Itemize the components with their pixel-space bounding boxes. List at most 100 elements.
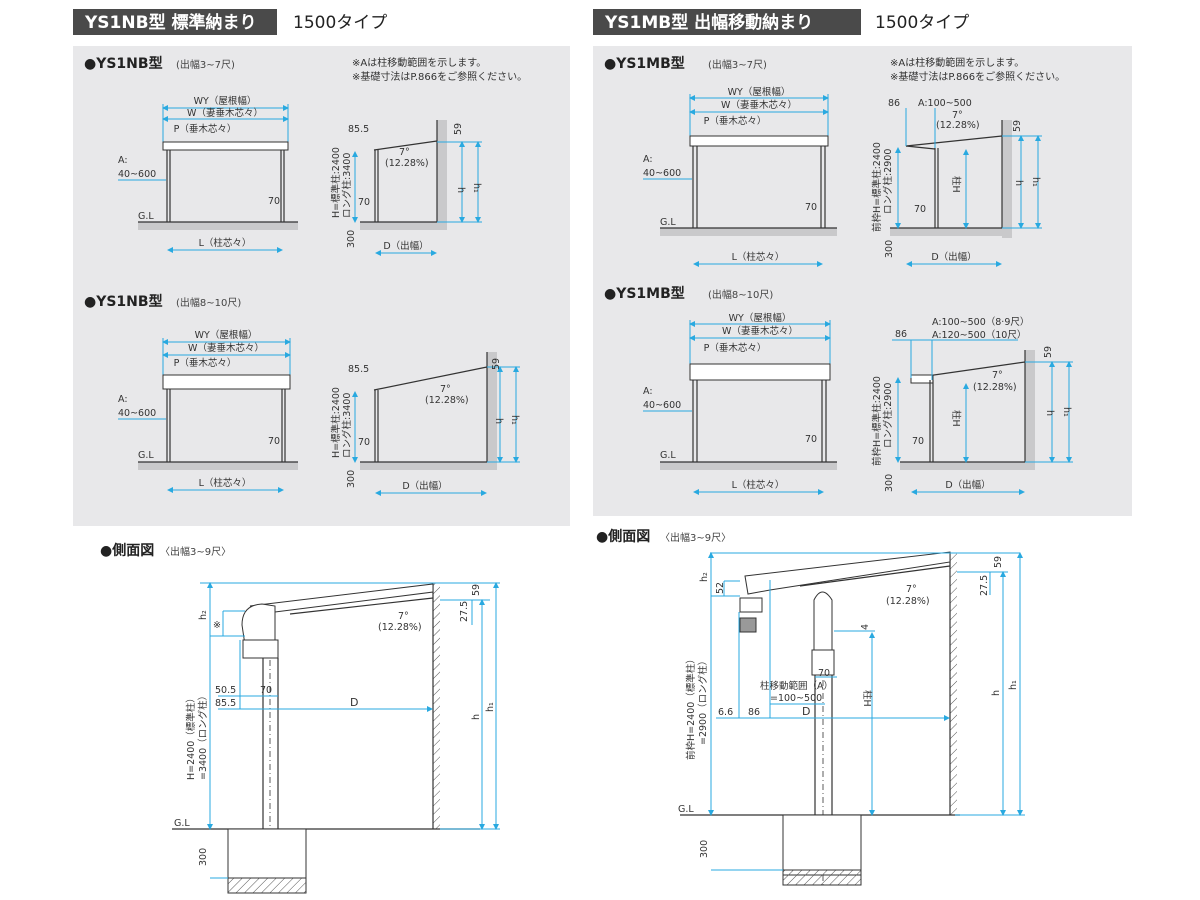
dim-85-5: 85.5 — [348, 364, 369, 375]
right-header: YS1MB型 出幅移動納まり 1500タイプ — [593, 9, 969, 35]
wy-label: WY（屋根幅） — [728, 86, 791, 98]
h-label: h — [1013, 180, 1024, 186]
dim-59: 59 — [491, 358, 502, 370]
side-view-title: ●側面図 — [100, 542, 154, 559]
right-note-1: ※Aは柱移動範囲を示します。 — [890, 56, 1024, 69]
dim-85-5: 85.5 — [215, 698, 236, 709]
left-header-title: YS1NB型 標準納まり — [84, 12, 257, 33]
dim-300: 300 — [884, 240, 895, 258]
diagram-title: ●YS1NB型 — [84, 293, 163, 310]
dim-50-5: 50.5 — [215, 685, 236, 696]
post-height-label: 前枠H=2400（標準柱） — [685, 654, 697, 760]
slope-label: (12.28%) — [425, 395, 469, 406]
dim-300: 300 — [346, 230, 357, 248]
dim-6-6: 6.6 — [718, 707, 733, 718]
dim-70-side: 70 — [358, 437, 370, 448]
h1-label: h₁ — [1008, 680, 1019, 690]
h1-label: h₁ — [485, 702, 496, 712]
wy-label: WY（屋根幅） — [195, 329, 258, 341]
long-post-label: =3400（ロング柱） — [197, 691, 209, 780]
a-value: 40~600 — [643, 400, 681, 411]
slope-label: (12.28%) — [385, 158, 429, 169]
side-view-title: ●側面図 — [596, 528, 650, 545]
dim-70-side: 70 — [914, 204, 926, 215]
p-label: P（垂木芯々） — [174, 123, 237, 135]
angle-label: 7° — [440, 384, 451, 395]
left-type-label: 1500タイプ — [293, 13, 387, 33]
long-post-label: ロング柱:2900 — [882, 149, 894, 214]
h-label: h — [455, 187, 466, 193]
dim-27-5: 27.5 — [459, 601, 470, 622]
move-range-label: 柱移動範囲（A） — [760, 680, 833, 692]
diagram-range: (出幅8~10尺) — [708, 288, 773, 301]
diagram-title: ●YS1MB型 — [604, 285, 685, 302]
h2-label: h₂ — [699, 572, 710, 582]
dim-52: 52 — [715, 582, 726, 594]
slope-label: (12.28%) — [378, 622, 422, 633]
l-label: L（柱芯々） — [199, 477, 252, 489]
note-mark: ※ — [213, 620, 221, 631]
a-value: 40~600 — [118, 408, 156, 419]
h-label: h — [1044, 410, 1055, 416]
dim-4: 4 — [860, 624, 871, 630]
l-label: L（柱芯々） — [732, 479, 785, 491]
dim-59: 59 — [1043, 346, 1054, 358]
a-value: 40~600 — [118, 169, 156, 180]
dim-70-side: 70 — [358, 197, 370, 208]
w-label: W（妻垂木芯々） — [187, 107, 263, 119]
dim-70: 70 — [818, 668, 830, 679]
dim-70: 70 — [268, 436, 280, 447]
h-label: h — [991, 690, 1002, 696]
post-height-label: H=標準柱:2400 — [330, 387, 342, 458]
gl-label: G.L — [138, 211, 154, 222]
diagram-range: (出幅3~7尺) — [708, 58, 767, 71]
ys1mb-diagram-8-10: ●YS1MB型 (出幅8~10尺) WY（屋根幅） W（妻垂木芯々） P（垂木芯… — [604, 285, 1073, 495]
d-label: D（出幅） — [383, 240, 428, 252]
d-label: D — [350, 696, 358, 709]
move-range-value: =100~500 — [770, 693, 822, 704]
a-value: 40~600 — [643, 168, 681, 179]
ys1nb-diagram-8-10: ●YS1NB型 (出幅8~10尺) WY（屋根幅） W（妻垂木芯々） P（垂木芯… — [84, 293, 520, 496]
angle-label: 7° — [952, 110, 963, 121]
l-label: L（柱芯々） — [732, 251, 785, 263]
d-label: D（出幅） — [945, 479, 990, 491]
dim-300: 300 — [699, 840, 710, 858]
a-label: A: — [118, 394, 128, 405]
h1-label: h₁ — [471, 183, 482, 193]
l-label: L（柱芯々） — [199, 237, 252, 249]
diagram-title: ●YS1MB型 — [604, 55, 685, 72]
post-height-label: 前枠H=標準柱:2400 — [871, 376, 883, 466]
d-label: D — [802, 705, 810, 718]
post-height-label: H=標準柱:2400 — [330, 147, 342, 218]
gl-label: G.L — [660, 217, 676, 228]
gl-label: G.L — [660, 450, 676, 461]
long-post-label: ロング柱:3400 — [341, 393, 353, 458]
diagram-title: ●YS1NB型 — [84, 55, 163, 72]
long-post-label: ロング柱:2900 — [882, 383, 894, 448]
left-note-1: ※Aは柱移動範囲を示します。 — [352, 56, 486, 69]
dim-70-side: 70 — [912, 436, 924, 447]
diagram-range: (出幅8~10尺) — [176, 296, 241, 309]
angle-label: 7° — [992, 370, 1003, 381]
dim-59: 59 — [993, 556, 1004, 568]
p-label: P（垂木芯々） — [704, 115, 767, 127]
dim-27-5: 27.5 — [979, 575, 990, 596]
pillar-h-label: 柱H — [950, 176, 962, 193]
gl-label: G.L — [138, 450, 154, 461]
right-note-2: ※基礎寸法はP.866をご参照ください。 — [890, 70, 1065, 83]
post-height-label: H=2400（標準柱） — [185, 693, 197, 780]
a-label: A: — [643, 386, 653, 397]
pillar-h-label: 柱H — [861, 690, 873, 707]
dim-70: 70 — [805, 202, 817, 213]
a-range-label-2: A:120~500（10尺） — [932, 329, 1026, 341]
slope-label: (12.28%) — [886, 596, 930, 607]
angle-label: 7° — [399, 147, 410, 158]
h1-label: h₁ — [509, 415, 520, 425]
a-label: A: — [118, 155, 128, 166]
p-label: P（垂木芯々） — [704, 342, 767, 354]
gl-label: G.L — [174, 818, 190, 829]
dim-70: 70 — [268, 196, 280, 207]
left-note-2: ※基礎寸法はP.866をご参照ください。 — [352, 70, 527, 83]
wy-label: WY（屋根幅） — [729, 312, 792, 324]
side-view-range: 〈出幅3~9尺〉 — [160, 545, 231, 558]
